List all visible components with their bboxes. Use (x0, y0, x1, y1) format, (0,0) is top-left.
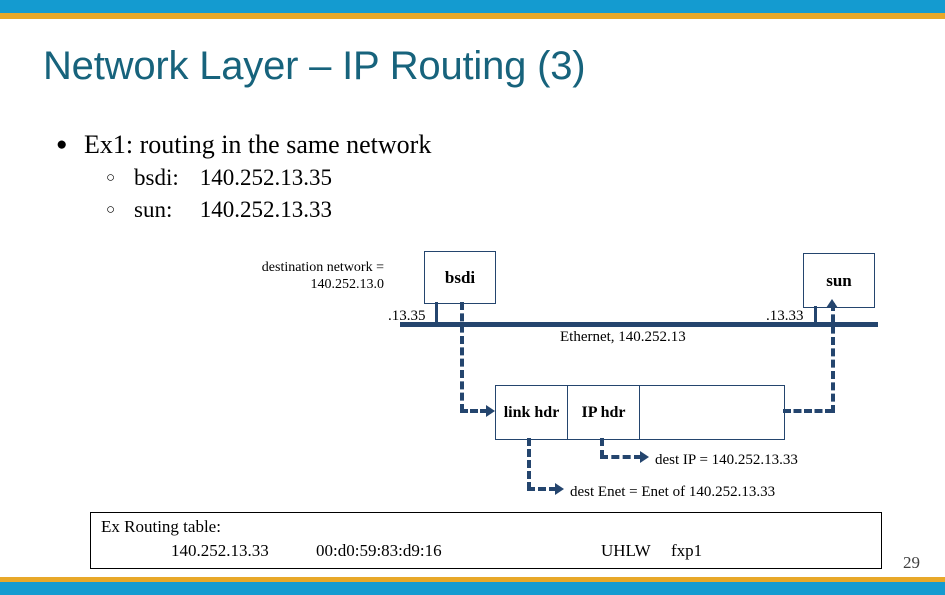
packet-to-sun-dashed-horizontal (783, 409, 833, 413)
arrow-into-sun-icon (826, 299, 838, 308)
link-hdr-callout-dashed-vertical (527, 438, 531, 490)
arrow-dest-enet-icon (555, 483, 564, 495)
hollow-circle-bullet-icon: ○ (106, 170, 116, 186)
bsdi-interface-label: .13.35 (388, 308, 426, 324)
ethernet-bus-line (400, 322, 878, 327)
bullet-item-sun: ○ sun: 140.252.13.33 (48, 194, 431, 226)
host-node-sun: sun (803, 253, 875, 308)
ip-hdr-callout-dashed-horizontal (600, 455, 642, 459)
bottom-accent-bar-orange (0, 577, 945, 582)
page-number: 29 (903, 553, 920, 572)
bullet-item-bsdi: ○ bsdi: 140.252.13.35 (48, 162, 431, 194)
routing-table-destination: 140.252.13.33 (171, 541, 269, 560)
ip-hdr-callout-dashed-vertical (600, 438, 604, 458)
sun-interface-label: .13.33 (766, 308, 804, 324)
arrow-dest-ip-icon (640, 451, 649, 463)
top-accent-bar-blue (0, 0, 945, 13)
ethernet-bus-label: Ethernet, 140.252.13 (560, 329, 686, 345)
bsdi-host-label: bsdi: (134, 165, 179, 190)
sun-host-address: 140.252.13.33 (199, 197, 332, 222)
packet-cell-link-hdr-label: link hdr (503, 403, 560, 421)
dest-enet-annotation: dest Enet = Enet of 140.252.13.33 (570, 484, 776, 500)
sun-host-label: sun: (134, 197, 173, 222)
host-node-bsdi-label: bsdi (444, 267, 476, 287)
bsdi-to-packet-dashed-horizontal (460, 409, 488, 413)
destination-network-note-line1: destination network = (261, 260, 384, 275)
routing-table-flags: UHLW (601, 541, 651, 560)
routing-table-title: Ex Routing table: (101, 517, 221, 536)
link-hdr-callout-dashed-horizontal (527, 487, 557, 491)
bottom-accent-bar-blue (0, 582, 945, 595)
packet-frame: link hdr IP hdr (495, 385, 785, 440)
packet-cell-ip-hdr-label: IP hdr (581, 403, 626, 421)
bsdi-host-address: 140.252.13.35 (199, 165, 332, 190)
destination-network-note: destination network = 140.252.13.0 (232, 259, 384, 293)
routing-table-gateway: 00:d0:59:83:d9:16 (316, 541, 442, 560)
hollow-circle-bullet-icon: ○ (106, 202, 116, 218)
bsdi-to-packet-dashed-vertical (460, 302, 464, 412)
packet-cell-ip-hdr: IP hdr (568, 386, 640, 439)
packet-cell-payload (640, 386, 784, 439)
routing-table-box: Ex Routing table: 140.252.13.33 00:d0:59… (90, 512, 882, 569)
bullet-list: ● Ex1: routing in the same network ○ bsd… (48, 128, 431, 226)
top-accent-bar-orange (0, 13, 945, 19)
host-node-sun-label: sun (826, 270, 852, 290)
routing-table-interface: fxp1 (671, 541, 703, 560)
arrow-into-packet-icon (486, 405, 495, 417)
dest-ip-annotation: dest IP = 140.252.13.33 (655, 452, 798, 468)
destination-network-note-line2: 140.252.13.0 (310, 277, 385, 292)
bullet-level1-text: Ex1: routing in the same network (84, 130, 432, 159)
page-title: Network Layer – IP Routing (3) (43, 44, 586, 88)
packet-cell-link-hdr: link hdr (496, 386, 568, 439)
packet-to-sun-dashed-vertical (831, 303, 835, 413)
filled-disc-bullet-icon: ● (56, 134, 68, 155)
sun-bus-stem (814, 306, 817, 324)
host-node-bsdi: bsdi (424, 251, 496, 304)
bsdi-bus-stem (435, 302, 438, 324)
bullet-item-level1: ● Ex1: routing in the same network (48, 128, 431, 162)
